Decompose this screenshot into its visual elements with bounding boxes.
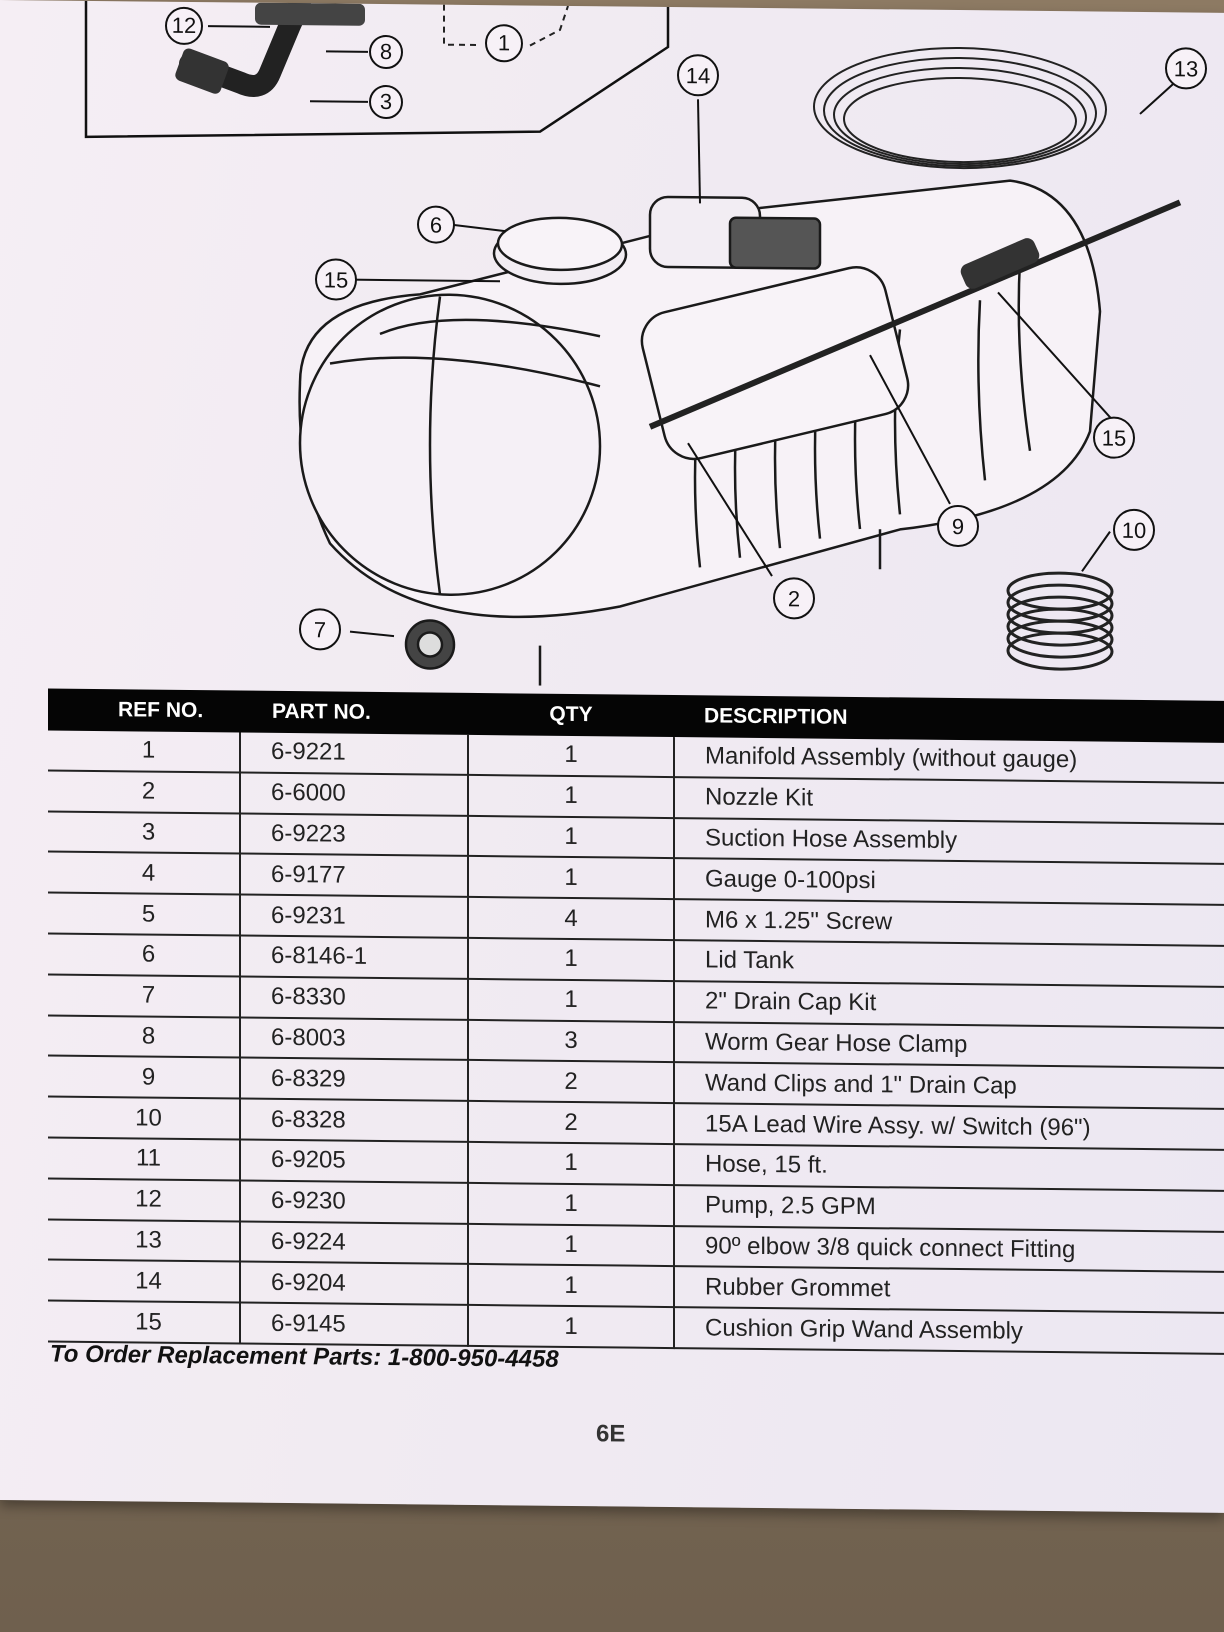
desc-cell: 15A Lead Wire Assy. w/ Switch (96") bbox=[674, 1103, 1224, 1150]
part-cell: 6-9224 bbox=[240, 1221, 468, 1265]
callout-11: 13 bbox=[1174, 56, 1198, 81]
callout-3: 3 bbox=[380, 89, 392, 114]
callout-8: 8 bbox=[380, 39, 392, 64]
ref-cell: 11 bbox=[48, 1137, 240, 1181]
part-cell: 6-9230 bbox=[240, 1180, 468, 1224]
desc-cell: Gauge 0-100psi bbox=[674, 858, 1224, 906]
desc-cell: 2" Drain Cap Kit bbox=[674, 980, 1224, 1028]
ref-cell: 9 bbox=[48, 1055, 240, 1099]
desc-cell: M6 x 1.25" Screw bbox=[674, 899, 1224, 946]
qty-cell: 3 bbox=[468, 1019, 674, 1063]
sprayer-parts-diagram: 12 8 3 1 14 13 6 15 15 9 10 2 7 bbox=[84, 0, 1207, 686]
desc-cell: Nozzle Kit bbox=[674, 776, 1224, 824]
header-part-no: PART NO. bbox=[240, 690, 468, 735]
desc-cell: Cushion Grip Wand Assembly bbox=[674, 1307, 1224, 1354]
order-replacement-parts-text: To Order Replacement Parts: 1-800-950-44… bbox=[50, 1340, 559, 1373]
qty-cell: 2 bbox=[468, 1060, 674, 1104]
qty-cell: 1 bbox=[468, 815, 674, 859]
ref-cell: 14 bbox=[48, 1259, 240, 1303]
part-cell: 6-9204 bbox=[240, 1261, 468, 1306]
manual-page: 12 8 3 1 14 13 6 15 15 9 10 2 7 bbox=[0, 0, 1224, 1513]
qty-cell: 1 bbox=[468, 937, 674, 981]
qty-cell: 1 bbox=[468, 856, 674, 900]
callout-1: 1 bbox=[498, 30, 510, 55]
ref-cell: 7 bbox=[48, 974, 240, 1018]
ref-cell: 8 bbox=[48, 1015, 240, 1058]
part-cell: 6-9231 bbox=[240, 894, 468, 938]
part-cell: 6-8003 bbox=[240, 1017, 468, 1061]
qty-cell: 2 bbox=[468, 1101, 674, 1145]
qty-cell: 1 bbox=[468, 978, 674, 1022]
ref-cell: 15 bbox=[48, 1300, 240, 1344]
part-cell: 6-8329 bbox=[240, 1057, 468, 1102]
callout-9: 9 bbox=[952, 514, 964, 539]
ref-cell: 13 bbox=[48, 1219, 240, 1262]
qty-cell: 1 bbox=[468, 1182, 674, 1226]
part-cell: 6-8328 bbox=[240, 1098, 468, 1142]
callout-6: 6 bbox=[430, 213, 442, 238]
callout-15: 15 bbox=[1102, 426, 1126, 451]
qty-cell: 1 bbox=[468, 1223, 674, 1267]
desc-cell: Hose, 15 ft. bbox=[674, 1144, 1224, 1191]
header-description: DESCRIPTION bbox=[674, 695, 1224, 743]
ref-cell: 1 bbox=[48, 730, 240, 773]
callout-14: 15 bbox=[324, 267, 348, 292]
callout-7: 7 bbox=[314, 617, 326, 642]
ref-cell: 10 bbox=[48, 1096, 240, 1140]
desc-cell: Wand Clips and 1" Drain Cap bbox=[674, 1062, 1224, 1109]
qty-cell: 1 bbox=[468, 1305, 674, 1349]
qty-cell: 1 bbox=[468, 734, 674, 777]
callout-10: 10 bbox=[1122, 518, 1146, 543]
qty-cell: 4 bbox=[468, 897, 674, 941]
callout-13: 12 bbox=[172, 13, 196, 38]
desc-cell: Suction Hose Assembly bbox=[674, 817, 1224, 865]
ref-cell: 12 bbox=[48, 1178, 240, 1222]
header-ref-no: REF NO. bbox=[48, 688, 240, 733]
desc-cell: Pump, 2.5 GPM bbox=[674, 1184, 1224, 1232]
ref-cell: 2 bbox=[48, 770, 240, 814]
part-cell: 6-6000 bbox=[240, 772, 468, 816]
part-cell: 6-9177 bbox=[240, 853, 468, 898]
part-cell: 6-9221 bbox=[240, 732, 468, 775]
part-cell: 6-9205 bbox=[240, 1139, 468, 1183]
desc-cell: Manifold Assembly (without gauge) bbox=[674, 737, 1224, 783]
callout-2: 2 bbox=[788, 586, 800, 611]
ref-cell: 6 bbox=[48, 933, 240, 977]
callout-12: 14 bbox=[686, 63, 710, 88]
ref-cell: 5 bbox=[48, 892, 240, 936]
ref-cell: 4 bbox=[48, 851, 240, 895]
header-qty: QTY bbox=[468, 692, 674, 738]
qty-cell: 1 bbox=[468, 1141, 674, 1185]
part-cell: 6-8330 bbox=[240, 976, 468, 1020]
desc-cell: Worm Gear Hose Clamp bbox=[674, 1021, 1224, 1069]
ref-cell: 3 bbox=[48, 811, 240, 854]
part-cell: 6-9223 bbox=[240, 813, 468, 857]
desc-cell: Rubber Grommet bbox=[674, 1266, 1224, 1313]
qty-cell: 1 bbox=[468, 774, 674, 818]
qty-cell: 1 bbox=[468, 1264, 674, 1308]
page-number: 6E bbox=[596, 1420, 626, 1448]
desc-cell: Lid Tank bbox=[674, 940, 1224, 987]
part-cell: 6-9145 bbox=[240, 1302, 468, 1346]
desc-cell: 90º elbow 3/8 quick connect Fitting bbox=[674, 1225, 1224, 1273]
part-cell: 6-8146-1 bbox=[240, 935, 468, 979]
